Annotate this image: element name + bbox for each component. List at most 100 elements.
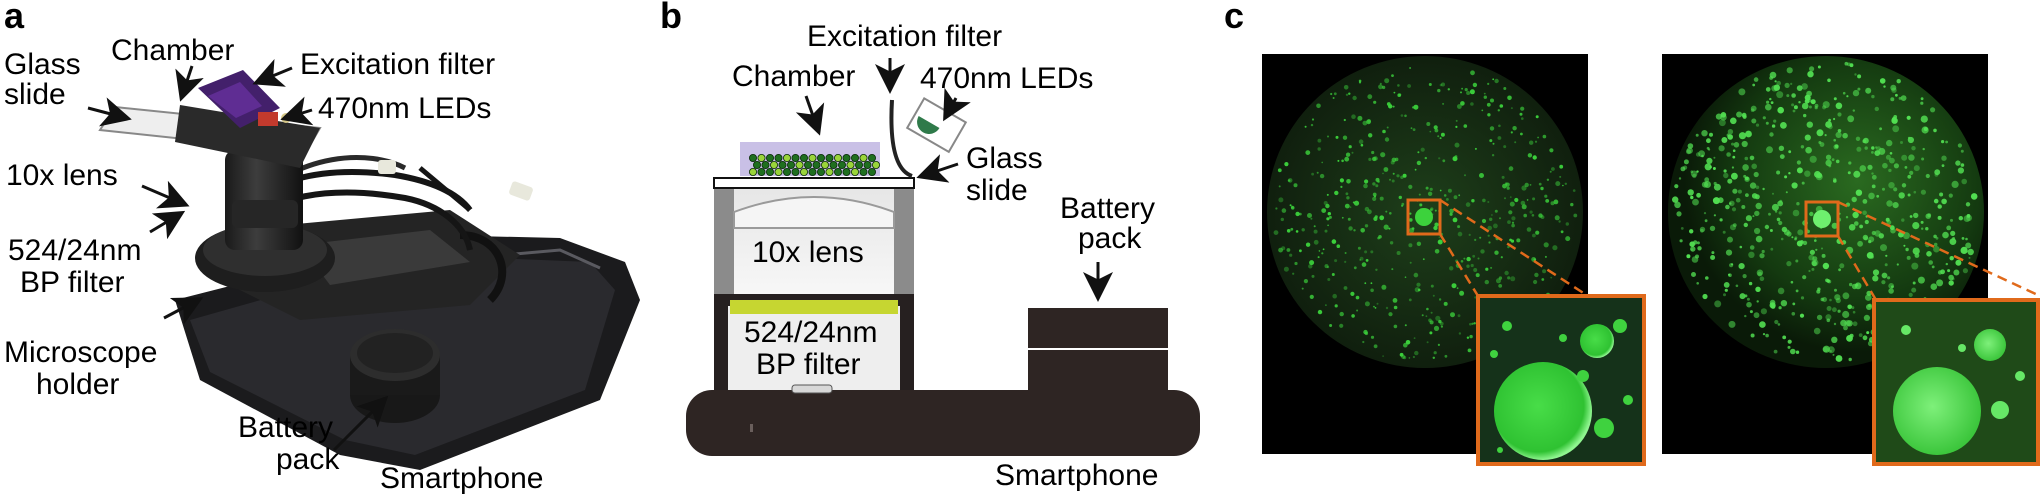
droplet	[1909, 170, 1914, 175]
droplet	[1848, 357, 1852, 362]
droplet	[1762, 116, 1766, 120]
droplet	[1370, 282, 1373, 285]
droplet	[1514, 197, 1519, 203]
droplet	[1801, 83, 1808, 90]
droplet	[1886, 220, 1892, 225]
droplet	[1804, 94, 1811, 101]
label-a-holder-1: Microscope	[4, 336, 157, 369]
droplet	[1674, 201, 1681, 209]
droplet	[1853, 170, 1861, 178]
droplet	[1847, 115, 1855, 123]
droplet	[1540, 215, 1545, 220]
droplet	[1957, 167, 1964, 174]
droplet	[1359, 256, 1364, 261]
droplet	[1949, 256, 1954, 261]
droplet	[1937, 204, 1942, 209]
bp-filter-band	[730, 300, 898, 314]
droplet	[1565, 236, 1571, 242]
droplet	[1871, 230, 1876, 236]
droplet	[1413, 272, 1419, 278]
droplet	[1383, 224, 1389, 230]
droplet	[1520, 200, 1526, 206]
droplet	[1368, 157, 1372, 161]
droplet	[1890, 97, 1895, 102]
droplet	[1745, 193, 1749, 198]
droplet	[1683, 165, 1688, 170]
droplet	[1321, 161, 1323, 164]
droplet	[1765, 87, 1771, 92]
droplet	[1472, 82, 1478, 88]
droplet	[1930, 283, 1938, 291]
droplet	[1859, 224, 1863, 229]
droplet	[1377, 180, 1380, 183]
droplet	[1408, 184, 1413, 189]
droplet	[1813, 327, 1821, 335]
droplet	[1879, 78, 1886, 84]
droplet	[1731, 172, 1738, 180]
droplet	[1313, 229, 1318, 234]
droplet	[1327, 212, 1332, 216]
droplet	[1333, 92, 1337, 96]
droplet	[1360, 143, 1364, 147]
droplet	[1367, 94, 1373, 100]
droplet	[1871, 174, 1877, 180]
droplet	[1313, 239, 1319, 245]
droplet	[1888, 182, 1895, 189]
droplet	[1886, 139, 1893, 147]
droplet	[1948, 193, 1953, 198]
droplet	[1375, 184, 1379, 188]
droplet	[1842, 292, 1850, 300]
droplet	[1738, 88, 1746, 96]
droplet	[1519, 112, 1523, 116]
droplet	[1835, 102, 1843, 110]
droplet	[1753, 171, 1759, 178]
droplet	[1353, 200, 1360, 206]
droplet	[1732, 149, 1736, 152]
droplet	[1374, 307, 1377, 309]
droplet	[1392, 172, 1395, 175]
cell	[851, 167, 860, 176]
droplet	[1852, 321, 1858, 327]
microscope-droplets	[1273, 67, 1578, 360]
droplet	[1464, 88, 1468, 92]
droplet	[1471, 322, 1474, 325]
droplet	[1741, 140, 1748, 148]
droplet	[1731, 207, 1737, 212]
droplet	[1449, 212, 1453, 216]
droplet	[1816, 172, 1823, 179]
droplet	[1273, 230, 1279, 236]
droplet	[1791, 93, 1796, 98]
droplet	[1291, 205, 1294, 209]
droplet	[1769, 229, 1773, 232]
droplet	[1379, 196, 1384, 201]
droplet	[1383, 167, 1389, 172]
droplet	[1277, 168, 1282, 173]
droplet	[1487, 82, 1490, 85]
droplet	[1749, 155, 1755, 161]
droplet	[1558, 220, 1561, 223]
droplet	[1280, 217, 1285, 222]
droplet	[1498, 124, 1501, 128]
droplet	[1377, 236, 1380, 240]
droplet	[1791, 312, 1796, 316]
droplet	[1414, 168, 1417, 171]
droplet	[1437, 343, 1440, 346]
droplet	[1373, 344, 1378, 349]
label-a-chamber: Chamber	[111, 34, 234, 67]
droplet	[1755, 202, 1762, 210]
droplet	[1780, 300, 1788, 307]
droplet	[1803, 113, 1807, 118]
droplet	[1457, 225, 1461, 229]
droplet	[1751, 118, 1757, 124]
droplet	[1749, 245, 1755, 250]
droplet	[1521, 204, 1527, 210]
droplet	[1788, 172, 1791, 175]
droplet	[1430, 284, 1434, 288]
droplet	[1777, 287, 1785, 295]
droplet	[1443, 301, 1448, 306]
droplet	[1827, 78, 1831, 83]
droplet	[1425, 315, 1428, 318]
droplet	[1367, 119, 1371, 123]
droplet	[1778, 220, 1783, 226]
droplet	[1800, 145, 1805, 149]
